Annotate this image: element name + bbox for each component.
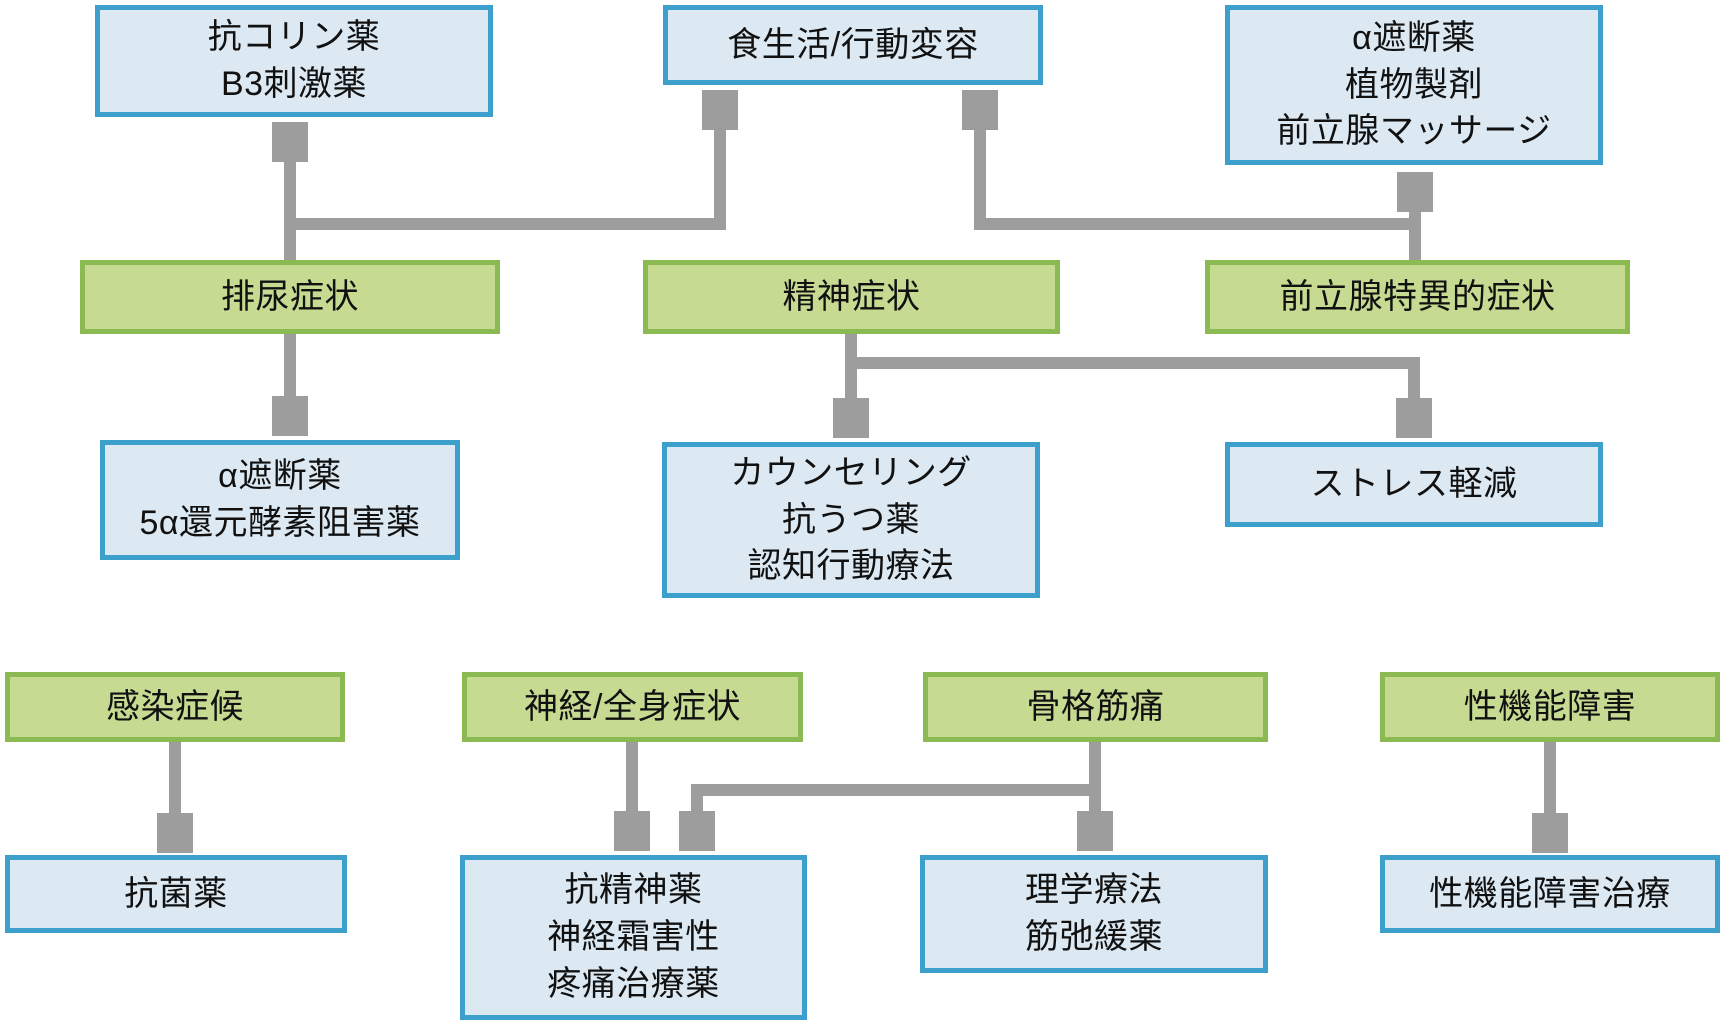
node-alpha-herbal-massage: α遮断薬 植物製剤 前立腺マッサージ <box>1225 5 1603 165</box>
node-urinary-symptoms: 排尿症状 <box>80 260 500 334</box>
node-physical-therapy-muscle-relaxant: 理学療法 筋弛緩薬 <box>920 855 1268 973</box>
arrow-urinary-to-diet-behavior <box>290 128 720 230</box>
node-stress-reduction: ストレス軽減 <box>1225 442 1603 527</box>
arrow-musculo-to-antipsychotic <box>697 784 1095 813</box>
node-counseling-antidepressant-cbt: カウンセリング 抗うつ薬 認知行動療法 <box>662 442 1040 598</box>
arrow-psych-to-stress-reduction <box>851 357 1414 400</box>
node-neuro-systemic-symptoms: 神経/全身症状 <box>462 672 803 742</box>
node-antipsychotic-neuropathic-pain: 抗精神薬 神経霜害性 疼痛治療薬 <box>460 855 807 1020</box>
node-musculoskeletal-pain: 骨格筋痛 <box>923 672 1268 742</box>
node-infection-signs: 感染症候 <box>5 672 345 742</box>
node-psychological-symptoms: 精神症状 <box>643 260 1060 334</box>
node-sexual-dysfunction-treatment: 性機能障害治療 <box>1380 855 1720 933</box>
arrow-prostate-to-diet-behavior <box>980 128 1415 230</box>
node-alpha-5ari: α遮断薬 5α還元酵素阻害薬 <box>100 440 460 560</box>
node-anticholinergic-b3: 抗コリン薬 B3刺激薬 <box>95 5 493 117</box>
node-antibacterial: 抗菌薬 <box>5 855 347 933</box>
node-sexual-dysfunction: 性機能障害 <box>1380 672 1720 742</box>
node-diet-behavior: 食生活/行動変容 <box>663 5 1043 85</box>
node-prostate-specific-symptoms: 前立腺特異的症状 <box>1205 260 1630 334</box>
